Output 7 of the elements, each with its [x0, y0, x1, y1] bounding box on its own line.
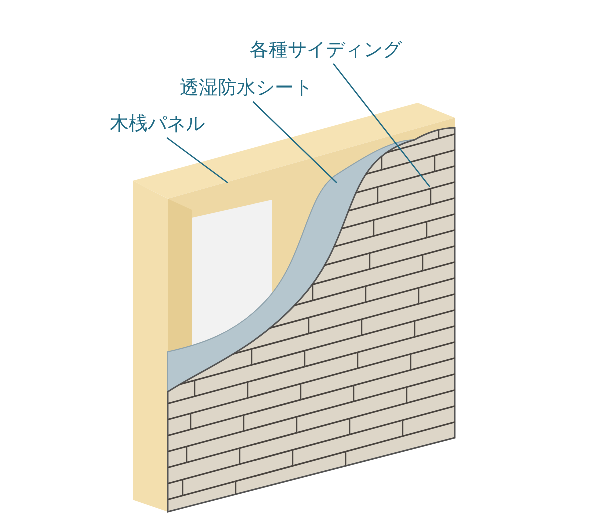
part-label: 木桟パネル — [110, 114, 205, 135]
part-label: 透湿防水シート — [180, 78, 313, 99]
leader-line — [166, 137, 228, 184]
leader-line — [333, 63, 431, 188]
part-label: 各種サイディング — [250, 40, 402, 61]
leader-line — [252, 101, 338, 184]
membrane-sheet-drawing — [168, 140, 416, 392]
